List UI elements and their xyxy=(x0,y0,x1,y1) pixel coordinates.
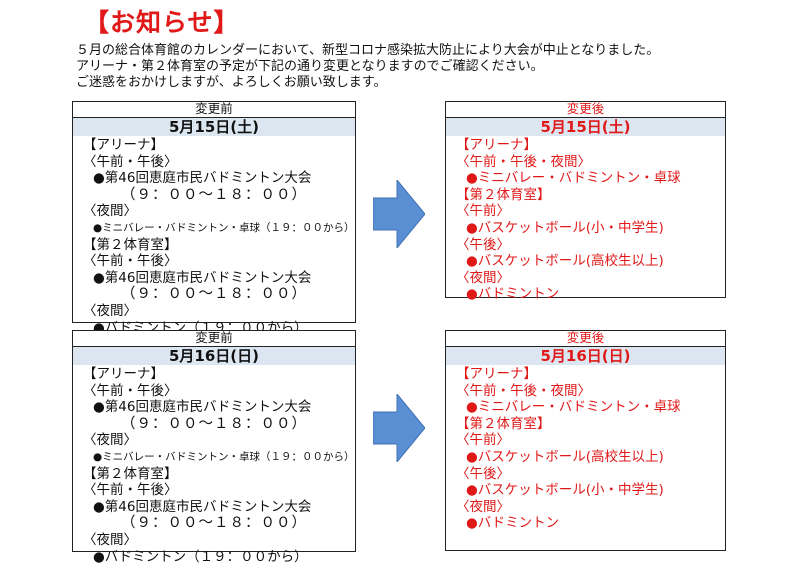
schedule-after-panel: 変更後 5月16日(日) 【アリーナ】 〈午前・午後・夜間〉 ●ミニバレー・バド… xyxy=(445,330,726,551)
arrow-right-icon xyxy=(373,394,425,462)
period-label: 〈午前・午後〉 xyxy=(83,382,178,399)
event-item: ●バスケットボール(小・中学生) xyxy=(466,219,664,236)
event-time: （９：００〜１８：００） xyxy=(121,515,307,532)
event-item: ●ミニバレー・バドミントン・卓球（１９：００から） xyxy=(93,221,355,234)
panel-date: 5月15日(土) xyxy=(73,118,355,136)
event-item: ●第46回恵庭市民バドミントン大会 xyxy=(93,498,312,515)
panel-date: 5月16日(日) xyxy=(73,347,355,365)
panel-heading: 変更後 xyxy=(446,331,725,347)
period-label: 〈午前・午後・夜間〉 xyxy=(456,153,591,170)
panel-body: 【アリーナ】 〈午前・午後・夜間〉 ●ミニバレー・バドミントン・卓球 【第２体育… xyxy=(446,136,725,303)
event-item: ●第46回恵庭市民バドミントン大会 xyxy=(93,399,312,416)
event-item: ●バスケットボール(高校生以上) xyxy=(466,253,664,270)
period-label: 〈午前〉 xyxy=(456,432,510,449)
event-time: （９：００〜１８：００） xyxy=(121,286,307,303)
event-item: ●バスケットボール(高校生以上) xyxy=(466,448,664,465)
event-item: ●第46回恵庭市民バドミントン大会 xyxy=(93,170,312,187)
venue-label: 【アリーナ】 xyxy=(83,137,164,153)
venue-label: 【第２体育室】 xyxy=(456,415,551,432)
period-label: 〈夜間〉 xyxy=(83,302,137,319)
venue-label: 【第２体育室】 xyxy=(83,465,178,482)
panel-body: 【アリーナ】 〈午前・午後〉 ●第46回恵庭市民バドミントン大会 （９：００〜１… xyxy=(73,136,355,336)
panel-date: 5月16日(日) xyxy=(446,347,725,365)
period-label: 〈午後〉 xyxy=(456,236,510,253)
event-item: ●ミニバレー・バドミントン・卓球 xyxy=(466,399,681,416)
period-label: 〈午前・午後〉 xyxy=(83,253,178,270)
panel-heading: 変更前 xyxy=(73,331,355,347)
period-label: 〈夜間〉 xyxy=(83,203,137,220)
venue-label: 【第２体育室】 xyxy=(456,186,551,203)
event-time: （９：００〜１８：００） xyxy=(121,186,307,203)
period-label: 〈午前・午後〉 xyxy=(83,153,178,170)
notice-line: ご迷惑をおかけしますが、よろしくお願い致します。 xyxy=(76,75,387,90)
panel-heading: 変更後 xyxy=(446,102,725,118)
panel-body: 【アリーナ】 〈午前・午後・夜間〉 ●ミニバレー・バドミントン・卓球 【第２体育… xyxy=(446,365,725,532)
event-item: ●ミニバレー・バドミントン・卓球（１９：００から） xyxy=(93,450,355,463)
panel-heading: 変更前 xyxy=(73,102,355,118)
period-label: 〈午前〉 xyxy=(456,203,510,220)
event-item: ●バドミントン xyxy=(466,515,560,532)
arrow-right-icon xyxy=(373,180,425,248)
event-item: ●バドミントン（１９：００から） xyxy=(93,548,308,565)
notice-line: アリーナ・第２体育室の予定が下記の通り変更となりますのでご確認ください。 xyxy=(76,59,544,74)
schedule-after-panel: 変更後 5月15日(土) 【アリーナ】 〈午前・午後・夜間〉 ●ミニバレー・バド… xyxy=(445,101,726,302)
event-item: ●第46回恵庭市民バドミントン大会 xyxy=(93,269,312,286)
period-label: 〈午前・午後・夜間〉 xyxy=(456,382,591,399)
schedule-before-panel: 変更前 5月15日(土) 【アリーナ】 〈午前・午後〉 ●第46回恵庭市民バドミ… xyxy=(72,101,356,336)
venue-label: 【アリーナ】 xyxy=(83,366,164,382)
period-label: 〈午前・午後〉 xyxy=(83,482,178,499)
event-item: ●バスケットボール(小・中学生) xyxy=(466,482,664,499)
venue-label: 【アリーナ】 xyxy=(456,366,537,382)
period-label: 〈夜間〉 xyxy=(83,531,137,548)
notice-intro: ５月の総合体育館のカレンダーにおいて、新型コロナ感染拡大防止により大会が中止とな… xyxy=(76,43,659,91)
event-item: ●ミニバレー・バドミントン・卓球 xyxy=(466,170,681,187)
panel-body: 【アリーナ】 〈午前・午後〉 ●第46回恵庭市民バドミントン大会 （９：００〜１… xyxy=(73,365,355,565)
period-label: 〈午後〉 xyxy=(456,465,510,482)
venue-label: 【アリーナ】 xyxy=(456,137,537,153)
notice-title: 【お知らせ】 xyxy=(84,8,240,37)
period-label: 〈夜間〉 xyxy=(456,269,510,286)
period-label: 〈夜間〉 xyxy=(456,498,510,515)
event-item: ●バドミントン xyxy=(466,286,560,303)
notice-line: ５月の総合体育館のカレンダーにおいて、新型コロナ感染拡大防止により大会が中止とな… xyxy=(76,43,660,58)
period-label: 〈夜間〉 xyxy=(83,432,137,449)
event-time: （９：００〜１８：００） xyxy=(121,415,307,432)
venue-label: 【第２体育室】 xyxy=(83,236,178,253)
panel-date: 5月15日(土) xyxy=(446,118,725,136)
schedule-before-panel: 変更前 5月16日(日) 【アリーナ】 〈午前・午後〉 ●第46回恵庭市民バドミ… xyxy=(72,330,356,565)
